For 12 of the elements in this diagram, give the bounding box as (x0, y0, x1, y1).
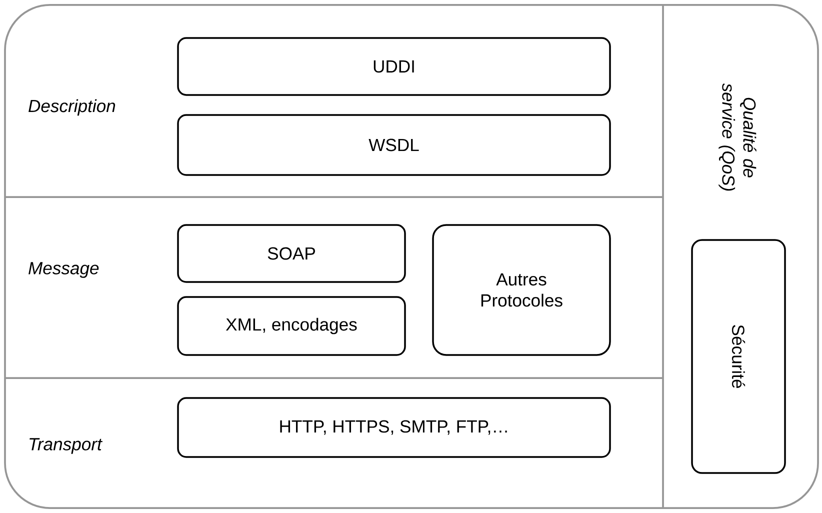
protocol-box: HTTP, HTTPS, SMTP, FTP,… (177, 397, 611, 458)
column-label: Qualité de service (QoS) (718, 83, 756, 191)
layer-frame (4, 4, 819, 509)
protocol-box: WSDL (177, 114, 611, 176)
protocol-box: XML, encodages (177, 296, 406, 356)
protocol-box: UDDI (177, 37, 611, 96)
protocol-box: SOAP (177, 224, 406, 283)
protocol-box: Sécurité (691, 239, 786, 474)
layer-label: Description (28, 99, 116, 116)
protocol-box: Autres Protocoles (432, 224, 611, 356)
layer-label: Message (28, 262, 99, 278)
layer-label: Transport (30, 438, 102, 454)
